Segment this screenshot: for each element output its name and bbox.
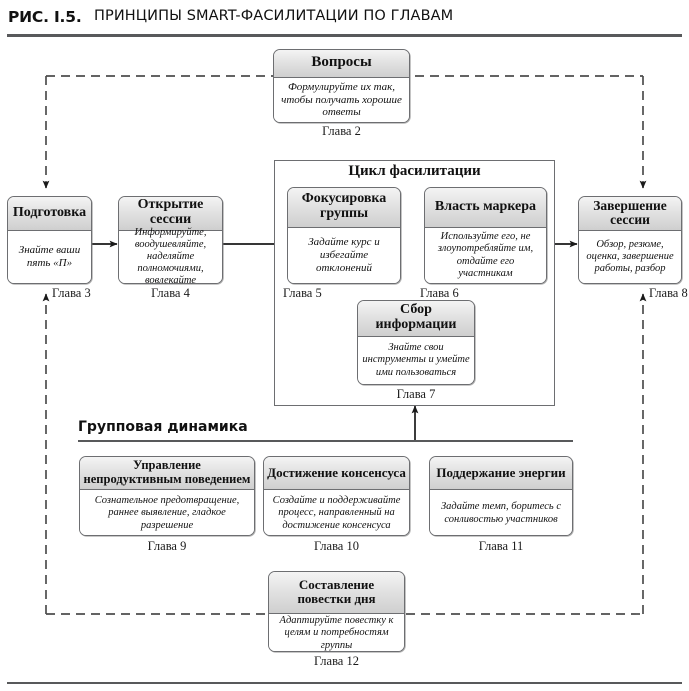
node-unproductive-behavior-caption: Глава 9 [147, 539, 187, 553]
node-opening-session-title: Открытие сессии [119, 197, 222, 231]
node-consensus-body: Создайте и поддерживайте процесс, направ… [264, 490, 409, 535]
node-marker-power-body: Используйте его, не злоупотребляйте им, … [425, 228, 546, 283]
node-consensus[interactable]: Достижение консенсуса Создайте и поддерж… [263, 456, 410, 536]
node-closing-session-caption: Глава 8 [649, 286, 688, 300]
node-unproductive-behavior-title: Управление непродуктивным поведением [80, 457, 254, 490]
node-group-focus-body: Задайте курс и избегайте отклонений [288, 228, 400, 283]
node-information-gathering[interactable]: Сбор информации Знайте свои инструменты … [357, 300, 475, 385]
node-closing-session-body: Обзор, резюме, оценка, завершение работы… [579, 231, 681, 283]
node-marker-power-title: Власть маркера [425, 188, 546, 228]
node-agenda-caption: Глава 12 [314, 654, 359, 668]
node-questions-body: Формулируйте их так, чтобы получать хоро… [274, 78, 409, 122]
header-rule [7, 34, 682, 37]
node-questions-caption: Глава 2 [322, 124, 361, 138]
node-agenda-title: Составление повестки дня [269, 572, 404, 614]
node-opening-session-body: Информируйте, воодушевляйте, наделяйте п… [119, 227, 222, 283]
node-consensus-caption: Глава 10 [314, 539, 359, 553]
node-unproductive-behavior-body: Сознательное предотвращение, раннее выяв… [80, 490, 254, 535]
node-opening-session-caption: Глава 4 [151, 286, 190, 300]
node-closing-session[interactable]: Завершение сессии Обзор, резюме, оценка,… [578, 196, 682, 284]
node-closing-session-title: Завершение сессии [579, 197, 681, 231]
group-dynamics-rule [78, 440, 573, 442]
node-energy-title: Поддержание энергии [430, 457, 572, 490]
node-preparation-body: Знайте ваши пять «П» [8, 231, 91, 283]
node-information-gathering-body: Знайте свои инструменты и умейте ими пол… [358, 337, 474, 384]
node-preparation-title: Подготовка [8, 197, 91, 231]
node-questions[interactable]: Вопросы Формулируйте их так, чтобы получ… [273, 49, 410, 123]
group-dynamics-title: Групповая динамика [78, 419, 248, 435]
node-preparation[interactable]: Подготовка Знайте ваши пять «П» [7, 196, 92, 284]
node-agenda-body: Адаптируйте повестку к целям и потребнос… [269, 614, 404, 651]
node-group-focus[interactable]: Фокусировка группы Задайте курс и избега… [287, 187, 401, 284]
node-agenda[interactable]: Составление повестки дня Адаптируйте пов… [268, 571, 405, 652]
node-group-focus-title: Фокусировка группы [288, 188, 400, 228]
node-information-gathering-caption: Глава 7 [396, 387, 436, 401]
footer-rule [7, 682, 682, 684]
node-energy-caption: Глава 11 [478, 539, 524, 553]
node-questions-title: Вопросы [274, 50, 409, 78]
node-energy[interactable]: Поддержание энергии Задайте темп, борите… [429, 456, 573, 536]
node-unproductive-behavior[interactable]: Управление непродуктивным поведением Соз… [79, 456, 255, 536]
node-marker-power[interactable]: Власть маркера Используйте его, не злоуп… [424, 187, 547, 284]
node-marker-power-caption: Глава 6 [420, 286, 459, 300]
facilitation-cycle-title: Цикл фасилитации [348, 163, 481, 179]
node-group-focus-caption: Глава 5 [283, 286, 322, 300]
figure-header: РИС. I.5. ПРИНЦИПЫ SMART-ФАСИЛИТАЦИИ ПО … [8, 8, 681, 32]
node-consensus-title: Достижение консенсуса [264, 457, 409, 490]
node-preparation-caption: Глава 3 [52, 286, 91, 300]
figure-number: РИС. I.5. [8, 8, 82, 26]
node-information-gathering-title: Сбор информации [358, 301, 474, 337]
figure-title: ПРИНЦИПЫ SMART-ФАСИЛИТАЦИИ ПО ГЛАВАМ [94, 8, 454, 24]
node-energy-body: Задайте темп, боритесь с сонливостью уча… [430, 490, 572, 535]
node-opening-session[interactable]: Открытие сессии Информируйте, воодушевля… [118, 196, 223, 284]
